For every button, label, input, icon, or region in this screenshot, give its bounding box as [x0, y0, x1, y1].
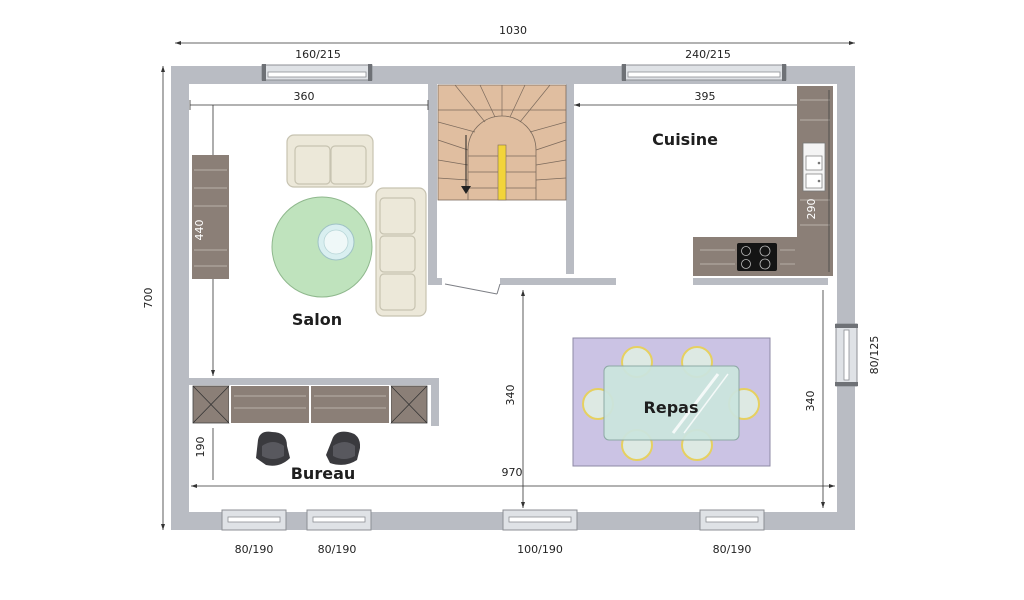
- staircase: [437, 84, 567, 201]
- office-chair-right: [326, 431, 361, 465]
- tv-unit: 440: [192, 155, 229, 279]
- room-label-repas: Repas: [644, 398, 699, 417]
- room-label-cuisine: Cuisine: [652, 130, 718, 149]
- window-top-left-label: 160/215: [295, 48, 341, 61]
- window-bottom-4[interactable]: [699, 509, 765, 531]
- interior-width-dimension: 970: [191, 466, 835, 488]
- room-label-bureau: Bureau: [291, 464, 356, 483]
- interior-width-label: 970: [502, 466, 523, 479]
- office-chair-left: [256, 431, 290, 466]
- window-bottom-1-label: 80/190: [235, 543, 274, 556]
- window-bottom-4-label: 80/190: [713, 543, 752, 556]
- window-top-right-label: 240/215: [685, 48, 731, 61]
- round-rug: [271, 196, 373, 298]
- window-bottom-2-label: 80/190: [318, 543, 357, 556]
- room-label-salon: Salon: [292, 310, 342, 329]
- cuisine-width-dimension: 395: [574, 90, 830, 107]
- stair-arrow-icon: [461, 186, 471, 194]
- cooktop-icon: [737, 243, 777, 271]
- overall-width-dimension: 1030: [175, 24, 855, 45]
- kitchen-counter-label: 290: [805, 199, 818, 220]
- interior-walls: [189, 84, 828, 426]
- window-bottom-3[interactable]: [502, 509, 578, 531]
- window-right[interactable]: [835, 323, 858, 387]
- dining-table: [603, 365, 740, 441]
- window-top-left[interactable]: [261, 64, 373, 81]
- repas-left-depth-label: 340: [504, 385, 517, 406]
- bureau-depth-label: 190: [194, 437, 207, 458]
- window-bottom-2[interactable]: [306, 509, 372, 531]
- door: [444, 283, 501, 295]
- salon-width-dimension: 360: [189, 90, 429, 110]
- window-bottom-1[interactable]: [221, 509, 287, 531]
- bureau-depth-dimension: 190: [194, 428, 214, 480]
- window-top-right[interactable]: [621, 64, 787, 81]
- cuisine-width-label: 395: [695, 90, 716, 103]
- sofa-right: [375, 187, 427, 317]
- overall-depth-dimension: 700: [142, 66, 165, 530]
- repas-right-depth-dimension: 340: [804, 290, 825, 508]
- overall-depth-label: 700: [142, 288, 155, 309]
- sofa-top: [286, 134, 374, 188]
- salon-depth-label: 440: [193, 220, 206, 241]
- window-right-label: 80/125: [868, 336, 881, 375]
- overall-width-label: 1030: [499, 24, 527, 37]
- bureau-desk: [192, 385, 428, 424]
- repas-right-depth-label: 340: [804, 391, 817, 412]
- repas-left-depth-dimension: 340: [504, 290, 525, 508]
- window-bottom-3-label: 100/190: [517, 543, 563, 556]
- sink-icon: [802, 142, 826, 192]
- salon-width-label: 360: [294, 90, 315, 103]
